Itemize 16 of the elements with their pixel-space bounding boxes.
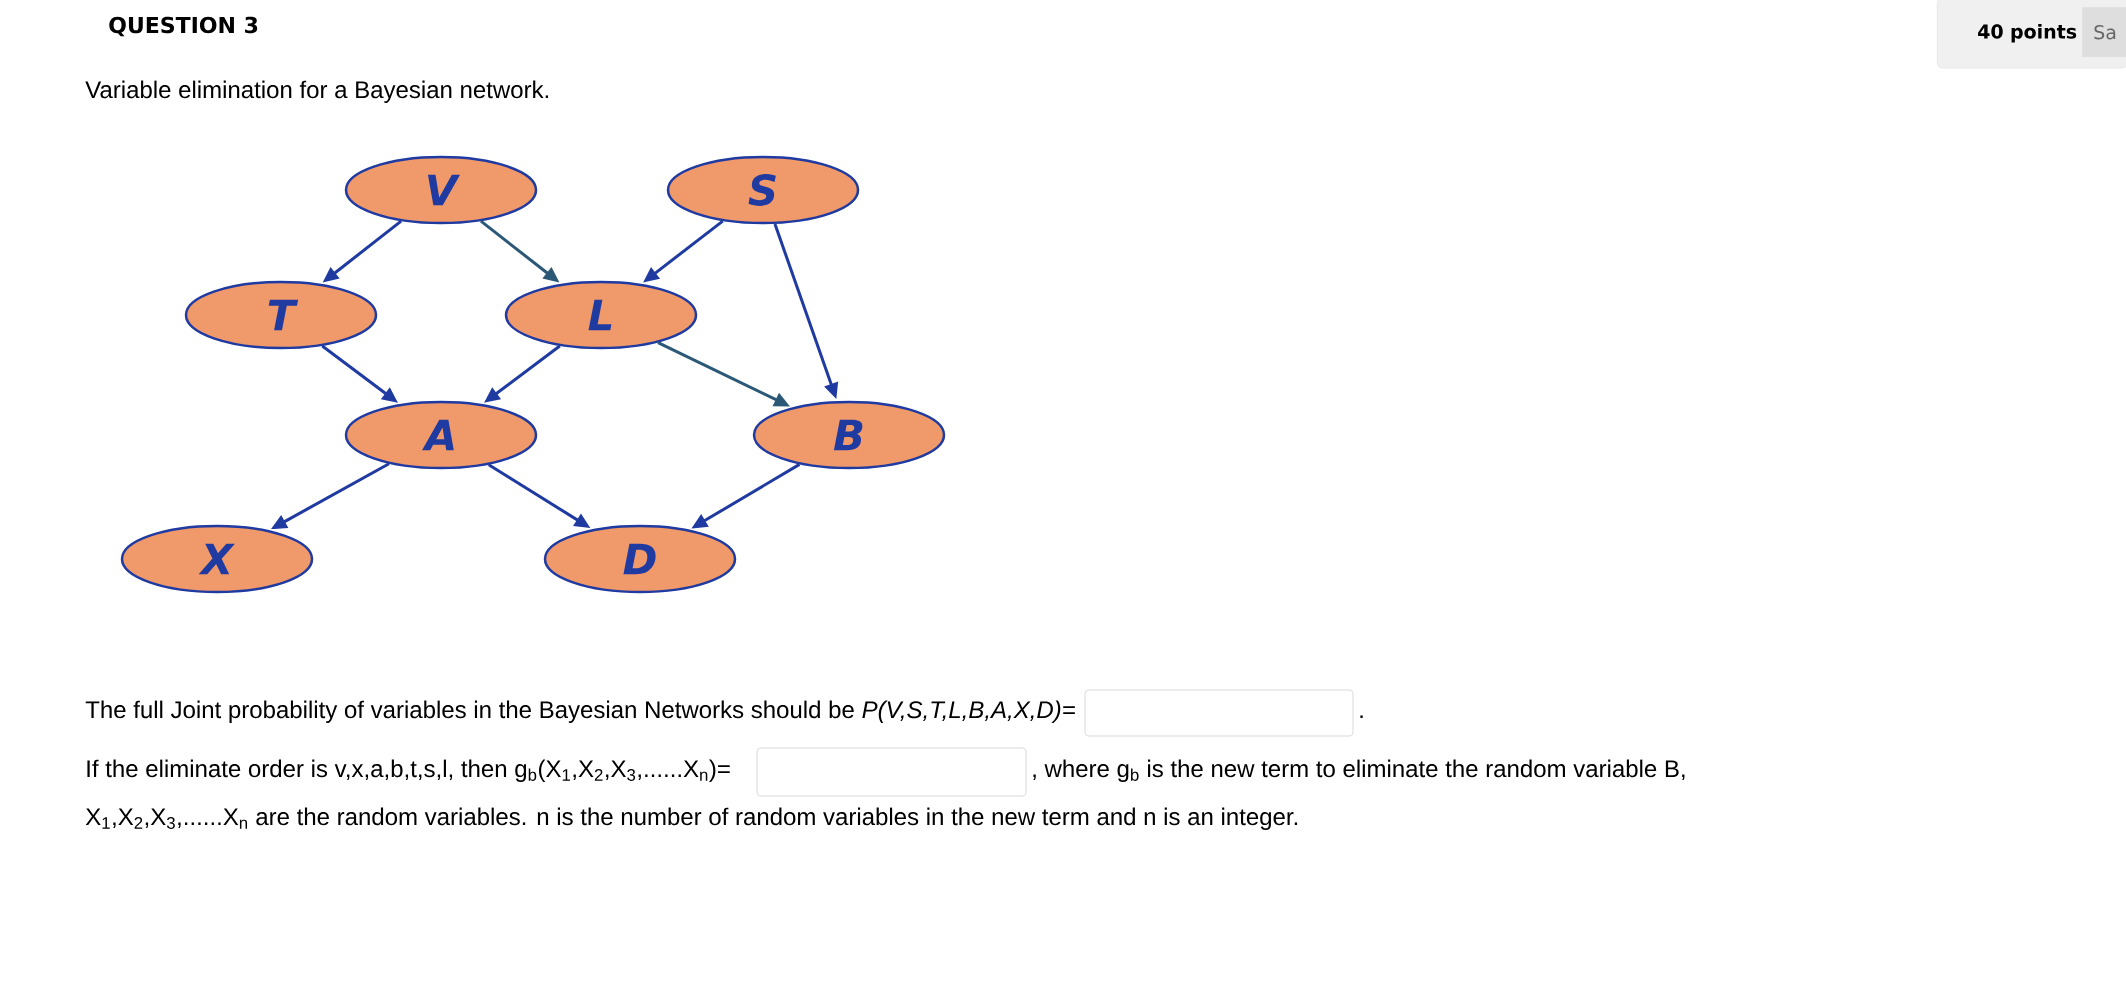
- question-text: The full Joint probability of variables in the Bayesian Networks should be P(V,S,T,L,B,A,X,D)=: [85, 700, 1075, 723]
- save-button: Sa: [2082, 7, 2126, 58]
- variable-node: A: [344, 400, 538, 470]
- variable-node: V: [344, 155, 538, 225]
- question-text: , where g$_{b}$ is the new term to eliminate the random variable B,: [1033, 759, 1685, 782]
- question-text: If the eliminate order is v,x,a,b,t,s,l, then g$_{b}$(X$_{1}$,X$_{2}$,X$_{3}$,......X$_{n}$)=: [87, 759, 730, 782]
- variable-node: T: [184, 280, 378, 350]
- question-title: QUESTION 3: [109, 16, 258, 37]
- variable-node: L: [504, 280, 698, 350]
- variable-node: S: [666, 155, 860, 225]
- question-text: X$_{1}$,X$_{2}$,X$_{3}$,......X$_{n}$ are the random variables. n is the number of random variables in the new term and n is an integer.: [85, 807, 1298, 830]
- variable-node: X: [120, 524, 314, 594]
- punctuation: .: [1360, 715, 1363, 718]
- variable-node: B: [752, 400, 946, 470]
- question-text: Variable elimination for a Bayesian network.: [85, 80, 549, 103]
- variable-node: D: [543, 524, 737, 594]
